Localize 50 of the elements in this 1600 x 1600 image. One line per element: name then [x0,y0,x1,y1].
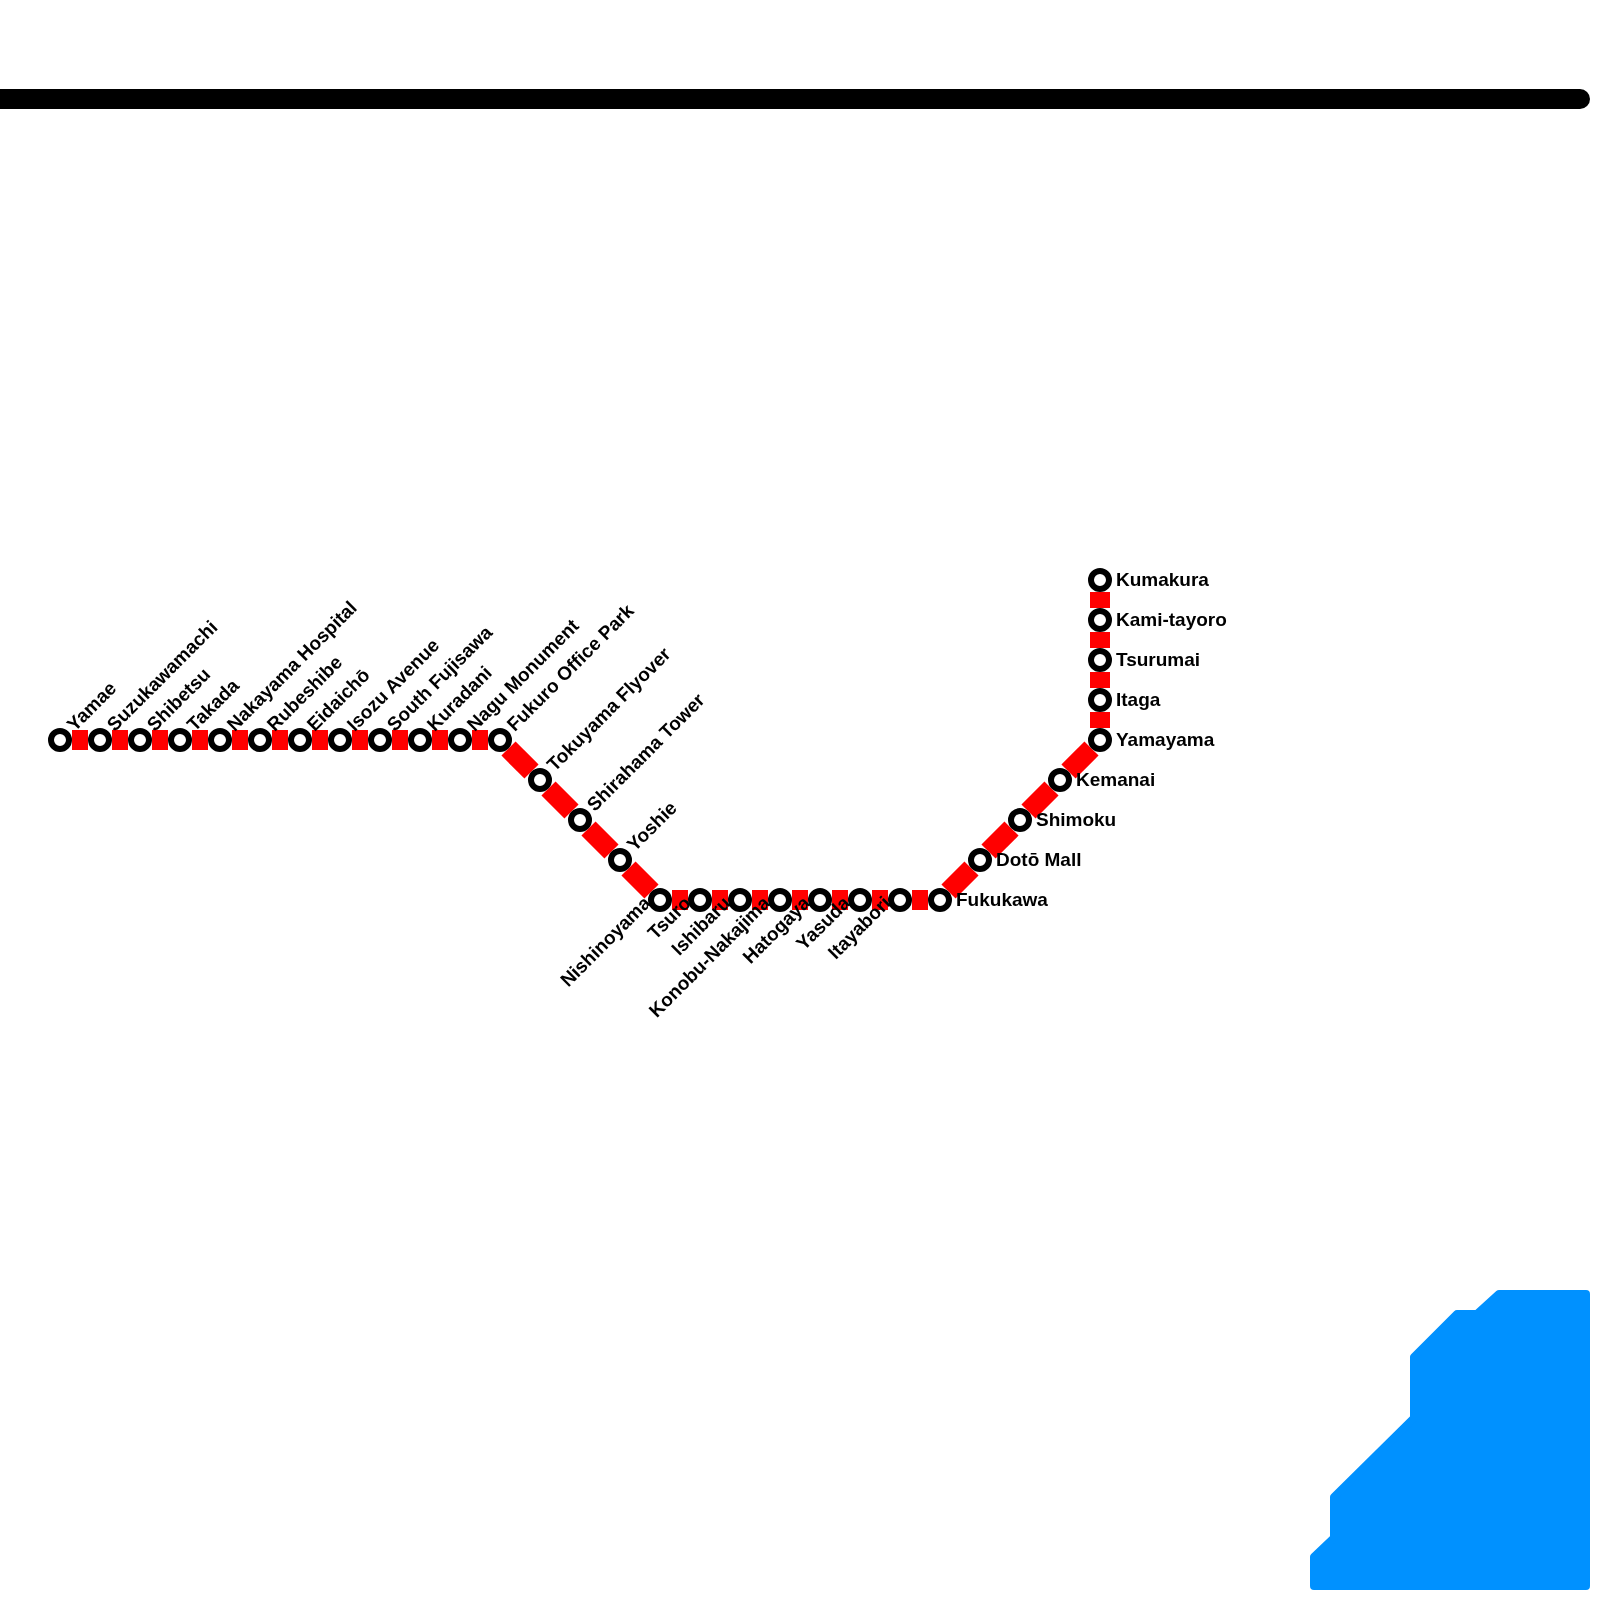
station-marker [1048,768,1072,792]
route-line [152,730,168,750]
route-line [392,730,408,750]
route-line [272,730,288,750]
station-name: Fukukawa [956,890,1048,910]
station-marker [968,848,992,872]
station-name: Kemanai [1076,770,1156,790]
route-line [501,741,539,779]
route-line [72,730,88,750]
route-line [352,730,368,750]
route-line [1061,741,1099,779]
station-name: Yamayama [1116,730,1215,750]
route-line [941,861,979,899]
station-marker [48,728,72,752]
station-name: Dotō Mall [996,850,1082,870]
station-marker [168,728,192,752]
route-line [621,861,659,899]
route-line [1021,781,1059,819]
station-marker [888,888,912,912]
station-marker [608,848,632,872]
station-name: Kumakura [1116,570,1209,590]
station-name: Tsurumai [1116,650,1201,670]
station-marker [1088,648,1112,672]
route-line [232,730,248,750]
route-line [1090,592,1110,608]
station-marker [128,728,152,752]
route-line [981,821,1019,859]
route-line [1090,632,1110,648]
route-line [541,781,579,819]
station-marker [1088,688,1112,712]
route-line [112,730,128,750]
station-marker [88,728,112,752]
route-line [432,730,448,750]
station-marker [1088,568,1112,592]
station-name: Itaga [1116,690,1161,710]
route-line [472,730,488,750]
route-line [192,730,208,750]
station-marker [1008,808,1032,832]
station-marker [528,768,552,792]
station-name: Kami-tayoro [1116,610,1227,630]
station-name: Shimoku [1036,810,1117,830]
station-marker [928,888,952,912]
station-marker [1088,728,1112,752]
station-marker [568,808,592,832]
route-line [912,890,928,910]
route-line [1090,672,1110,688]
route-line [581,821,619,859]
station-marker [1088,608,1112,632]
route-line [1090,712,1110,728]
route-line [312,730,328,750]
